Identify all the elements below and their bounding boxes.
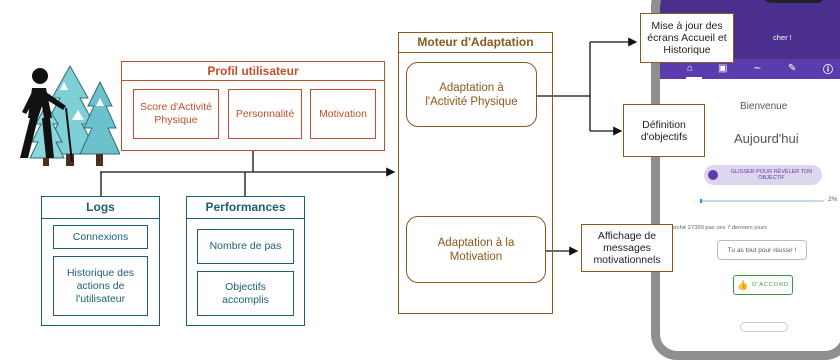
affichage-messages-note: Affichage de messages motivationnels (581, 224, 673, 272)
historique-actions-item: Historique des actions de l'utilisateur (53, 256, 148, 316)
slider-handle[interactable] (708, 170, 718, 180)
aujourdhui-text: Aujourd'hui (734, 131, 799, 146)
user-walking-illustration (20, 64, 120, 166)
adaptation-activite-item: Adaptation à l'Activité Physique (406, 62, 537, 127)
reveal-goal-slider[interactable]: GLISSER POUR RÉVÉLER TON OBJECTIF (704, 165, 822, 185)
connexions-item: Connexions (53, 225, 148, 249)
walking-stick (65, 107, 73, 163)
ok-button[interactable]: 👍 D'ACCORD (733, 275, 793, 295)
edit-icon[interactable]: ✎ (788, 63, 797, 74)
slider-label: GLISSER POUR RÉVÉLER TON OBJECTIF (730, 169, 813, 181)
score-activite-item: Score d'Activité Physique (133, 89, 219, 139)
definition-objectifs-note: Définition d'objectifs (623, 104, 705, 157)
nombre-de-pas-item: Nombre de pas (197, 229, 294, 264)
progress-fill (700, 199, 703, 203)
app-tabbar (660, 59, 840, 79)
home-icon[interactable]: ⌂ (687, 63, 694, 74)
progress-track (700, 199, 824, 203)
bienvenue-text: Bienvenue (740, 101, 788, 112)
pine-tree-icon (79, 80, 120, 166)
home-indicator (740, 322, 788, 332)
moteur-adaptation-box (398, 32, 553, 314)
personnalite-item: Personnalité (228, 89, 302, 139)
progress-label: 2% (828, 196, 838, 203)
chart-icon[interactable]: ∼ (753, 63, 762, 74)
profil-utilisateur-box (121, 61, 385, 151)
walking-person-icon (20, 68, 66, 158)
info-icon[interactable]: ⓘ (823, 65, 833, 76)
ok-button-label: D'ACCORD (752, 282, 790, 288)
logs-box (41, 196, 160, 326)
motivational-message: Tu as tout pour réussir ! (717, 240, 807, 260)
steps-summary-text: es marché 27399 pas ces 7 derniers jours (659, 225, 767, 231)
active-tab-indicator (686, 77, 702, 79)
chat-icon[interactable]: ▣ (718, 63, 728, 74)
motivation-item: Motivation (310, 89, 376, 139)
performances-box (186, 196, 305, 326)
profil-utilisateur-title: Profil utilisateur (121, 61, 385, 81)
logs-title: Logs (41, 196, 160, 219)
thumbs-up-icon: 👍 (736, 279, 750, 290)
moteur-adaptation-title: Moteur d'Adaptation (398, 32, 553, 53)
mise-a-jour-ecrans-note: Mise à jour des écrans Accueil et Histor… (640, 13, 734, 63)
objectifs-accomplis-item: Objectifs accomplis (197, 271, 294, 316)
performances-title: Performances (186, 196, 305, 219)
phone-notch (762, 0, 826, 3)
adaptation-motivation-item: Adaptation à la Motivation (406, 216, 546, 283)
header-greeting-fragment: cher ! (773, 33, 792, 42)
connector-lines (100, 37, 638, 256)
